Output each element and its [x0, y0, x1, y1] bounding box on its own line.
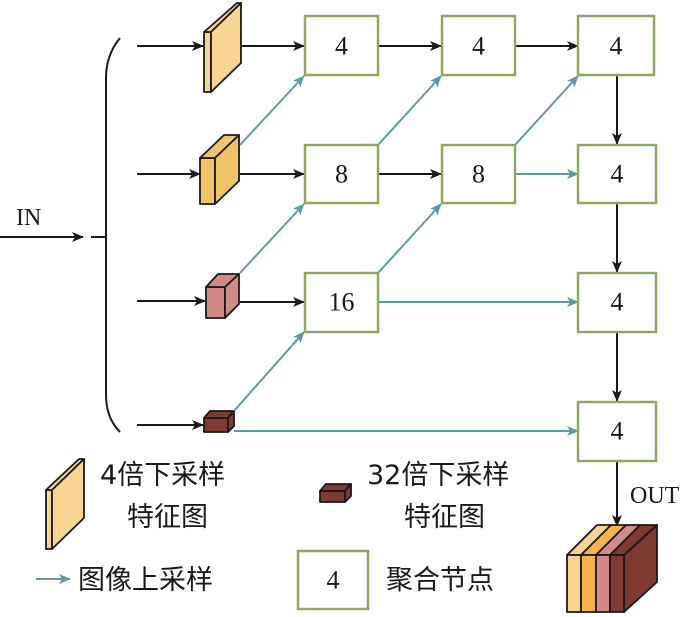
feature-map-32x: [203, 410, 235, 433]
aggregation-node-r4c3: 4: [576, 400, 658, 463]
legend-32x-icon: [319, 483, 352, 503]
svg-text:4: 4: [611, 417, 624, 446]
svg-text:4: 4: [472, 32, 485, 61]
svg-text:16: 16: [329, 288, 355, 317]
svg-text:4: 4: [611, 288, 624, 317]
aggregation-node-r3c1: 16: [303, 271, 380, 334]
aggregation-node-r3c3: 4: [576, 271, 658, 334]
feature-map-8x: [199, 134, 240, 205]
output-feature-block: [566, 524, 658, 613]
aggregation-node-r2c2: 8: [440, 143, 517, 205]
upsample-map8-to-r1c1: [239, 75, 305, 146]
branch-bracket: [105, 37, 121, 433]
output-label: OUT: [630, 483, 680, 509]
svg-text:8: 8: [472, 160, 485, 189]
legend-4x-icon: [45, 458, 85, 550]
legend-4x-label-line1: 4倍下采样: [100, 460, 225, 491]
feature-map-16x: [205, 273, 240, 319]
legend-upsample-label: 图像上采样: [78, 565, 213, 596]
legend-node-label: 聚合节点: [386, 565, 494, 596]
legend-4x-label-line2: 特征图: [127, 502, 208, 533]
legend-node-sample: 4: [296, 549, 370, 611]
aggregation-node-r2c3: 4: [576, 143, 658, 205]
legend-32x-label-line1: 32倍下采样: [367, 460, 509, 491]
upsample-map32-to-r3c1: [233, 331, 305, 412]
aggregation-node-r1c3: 4: [576, 14, 656, 77]
aggregation-node-r2c1: 8: [303, 143, 380, 205]
upsample-r3c1-to-r2c2: [377, 203, 442, 274]
svg-text:4: 4: [610, 32, 623, 61]
upsample-r2c2-to-r1c3: [514, 75, 579, 146]
upsample-map16-to-r2c1: [239, 203, 305, 274]
svg-text:4: 4: [327, 566, 340, 595]
svg-text:4: 4: [335, 32, 348, 61]
aggregation-node-r1c1: 4: [303, 14, 380, 77]
legend-32x-label-line2: 特征图: [404, 502, 485, 533]
feature-map-4x: [203, 2, 242, 93]
aggregation-node-r1c2: 4: [440, 14, 517, 77]
input-label: IN: [16, 205, 41, 231]
svg-text:8: 8: [335, 160, 348, 189]
upsample-r2c1-to-r1c2: [377, 75, 442, 146]
svg-text:4: 4: [611, 160, 624, 189]
